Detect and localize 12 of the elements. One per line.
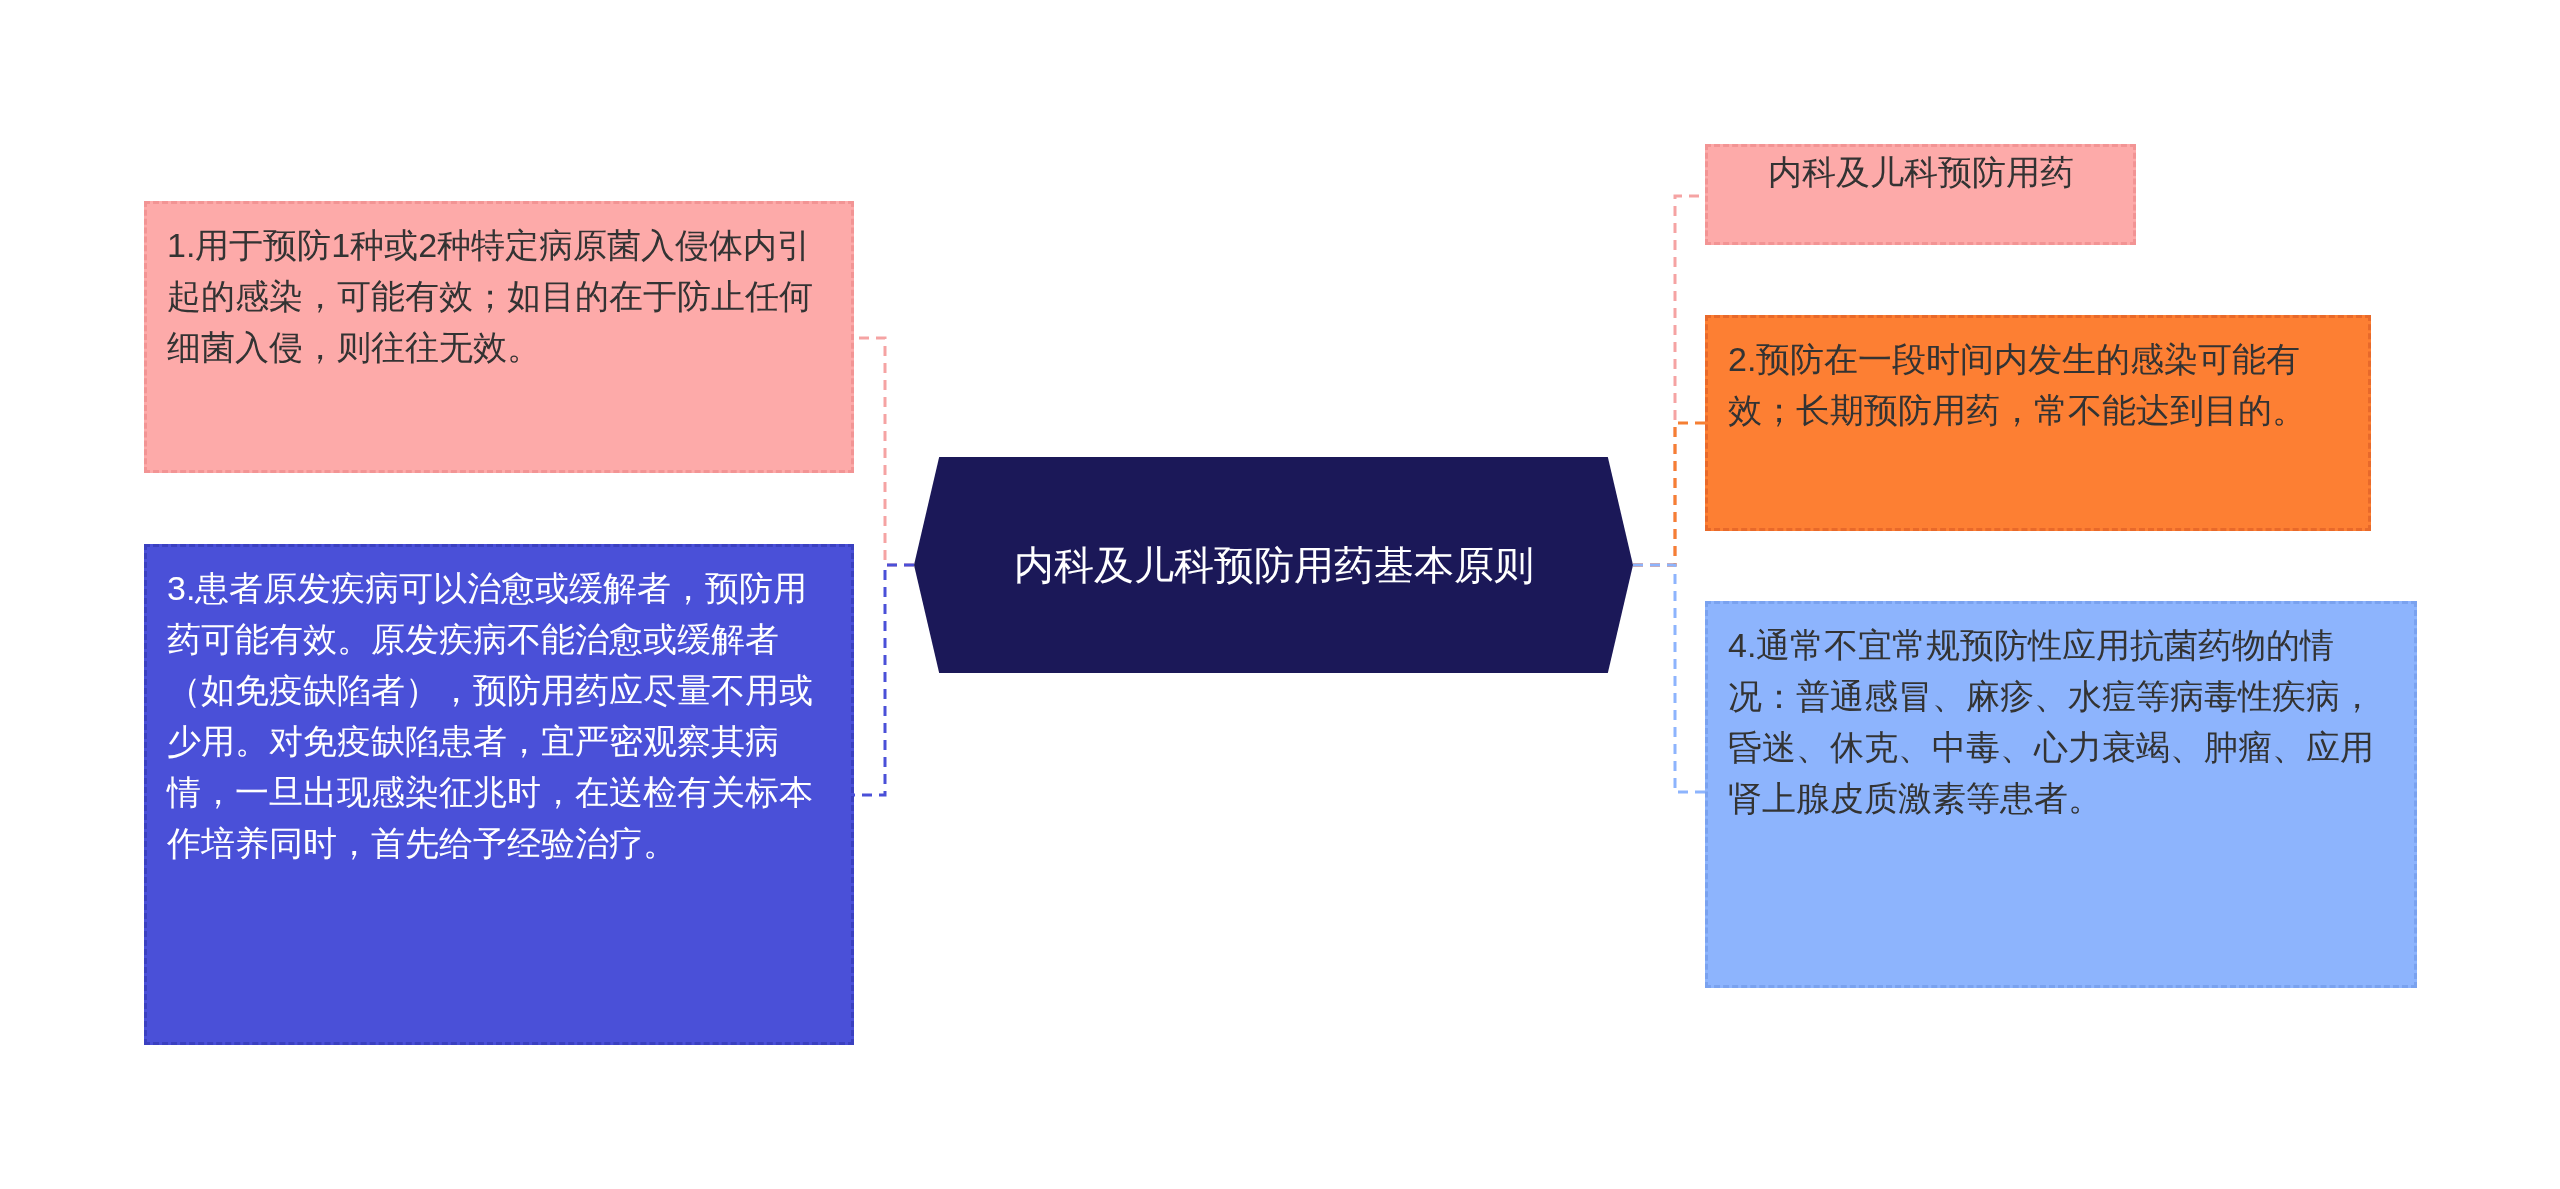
topic-box (1705, 144, 2136, 245)
topic-box (1705, 601, 2417, 988)
topic-text: 4.通常不宜常规预防性应用抗菌药物的情况：普通感冒、麻疹、水痘等病毒性疾病，昏迷、休克、中毒、心力衰竭、肿瘤、应用肾上腺皮质激素等患者。 (1728, 625, 2375, 819)
topic-text: 内科及儿科预防用药基本原则 (1013, 542, 1534, 589)
topic-text: 1.用于预防1种或2种特定病原菌入侵体内引起的感染，可能有效；如目的在于防止任何细菌入侵，则往往无效。 (167, 225, 814, 368)
topic-box (144, 201, 854, 473)
topic-text: 3.患者原发疾病可以治愈或缓解者，预防用药可能有效。原发疾病不能治愈或缓解者（如免疫缺陷者），预防用药应尽量不用或少用。对免疫缺陷患者，宜严密观察其病情，一旦出现感染征兆时，在送检有关标本作培养同时，首先给予经验治疗。 (167, 568, 814, 864)
topic-box (1705, 315, 2371, 531)
topic-box (144, 544, 854, 1045)
connector-line (1633, 563, 1705, 794)
topic-text: 2.预防在一段时间内发生的感染可能有效；长期预防用药，常不能达到目的。 (1728, 339, 2307, 431)
topic-text: 内科及儿科预防用药 (1767, 152, 2074, 193)
